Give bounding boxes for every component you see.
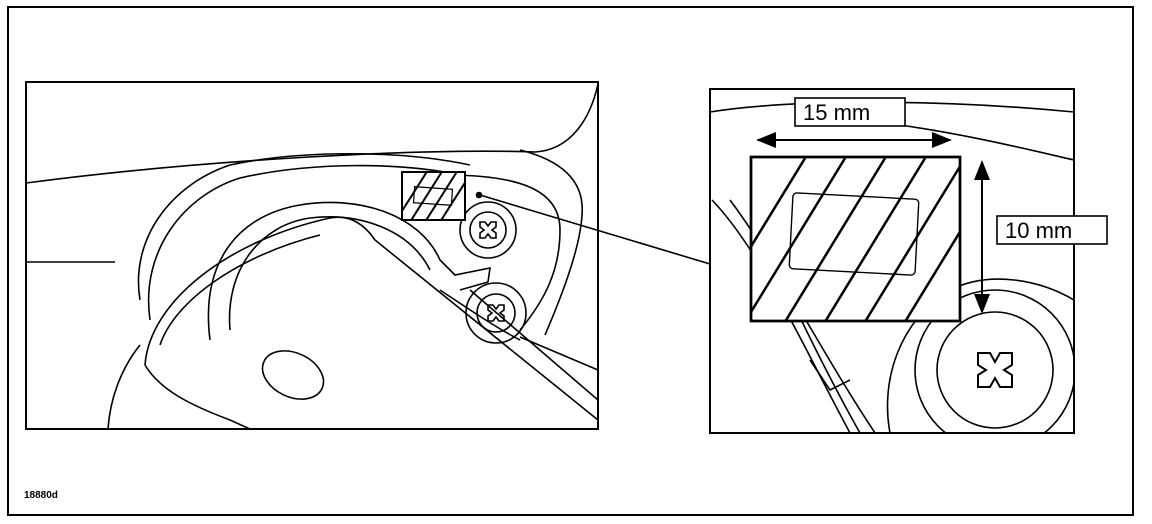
overview-drawing: [26, 83, 598, 429]
width-label-box: [794, 97, 906, 127]
overview-panel: [25, 81, 599, 430]
marking-zone-small: [401, 171, 466, 221]
detail-leader-line: [479, 194, 711, 265]
screw-icon: [914, 289, 1074, 433]
width-dimension: 15 mm: [756, 97, 952, 148]
detail-panel: 15 mm 10 mm: [709, 88, 1108, 434]
width-label: 15 mm: [803, 100, 870, 125]
screw-icon: [459, 201, 517, 259]
height-dimension: 10 mm: [974, 160, 1108, 314]
screw-icon: [465, 282, 527, 344]
reference-code: 18880d: [24, 490, 58, 501]
height-label-box: [996, 215, 1108, 245]
height-label: 10 mm: [1005, 218, 1072, 243]
outer-frame: [7, 6, 1134, 516]
detail-panel-border: [709, 88, 1075, 434]
marking-zone-detail: [749, 155, 962, 323]
overview-panel-border: [25, 81, 599, 430]
